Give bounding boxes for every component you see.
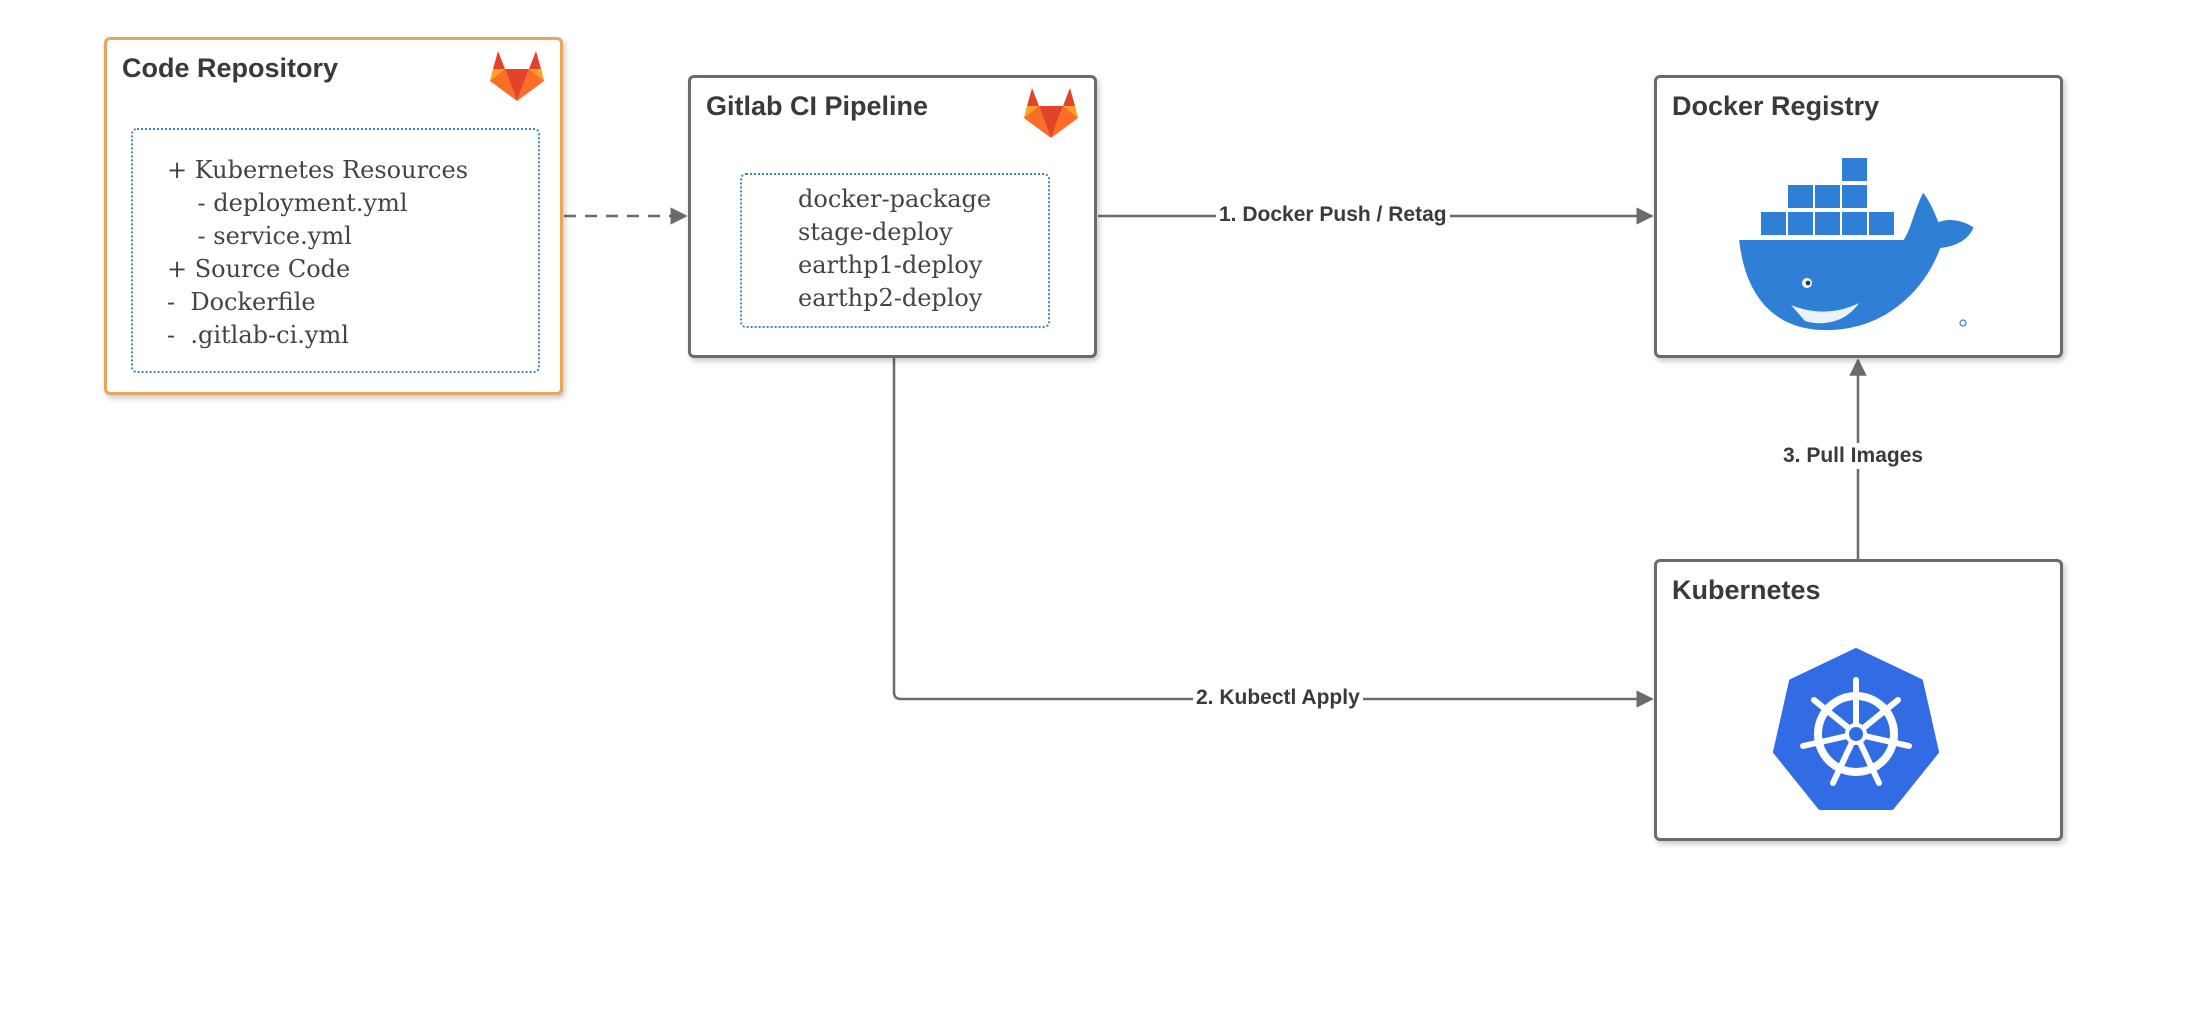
kubernetes-helm-icon [1773,648,1939,810]
gitlab-ci-pipeline-node: Gitlab CI Pipeline docker-package stage-… [688,75,1097,358]
edge-label-kubectl-apply: 2. Kubectl Apply [1193,685,1363,711]
docker-registry-node: Docker Registry [1654,75,2063,358]
edge-label-docker-push: 1. Docker Push / Retag [1216,202,1450,228]
pipeline-job: stage-deploy [798,218,953,246]
repo-contents-panel: + Kubernetes Resources - deployment.yml … [131,128,540,373]
gitlab-icon [490,51,544,101]
pipeline-job: earthp2-deploy [798,284,983,312]
pipeline-title: Gitlab CI Pipeline [706,91,929,121]
code-repository-node: Code Repository + Kubernetes Resources -… [104,37,563,395]
repo-line: - deployment.yml [167,189,408,217]
code-repository-title: Code Repository [122,53,339,83]
repo-line: - service.yml [167,222,352,250]
repo-line: - .gitlab-ci.yml [167,321,349,349]
repo-line: + Kubernetes Resources [167,156,469,184]
pipeline-job: earthp1-deploy [798,251,983,279]
repo-line: + Source Code [167,255,351,283]
registry-title: Docker Registry [1672,91,1880,121]
gitlab-icon [1024,88,1078,138]
pipeline-jobs-panel: docker-package stage-deploy earthp1-depl… [740,173,1050,328]
pipeline-job: docker-package [798,185,992,213]
kubernetes-title: Kubernetes [1672,575,1821,605]
edge-kubectl-apply [892,357,1654,708]
docker-whale-icon [1736,156,1977,333]
repo-line: - Dockerfile [167,288,316,316]
kubernetes-node: Kubernetes [1654,559,2063,841]
edge-label-pull-images: 3. Pull Images [1780,443,1927,469]
